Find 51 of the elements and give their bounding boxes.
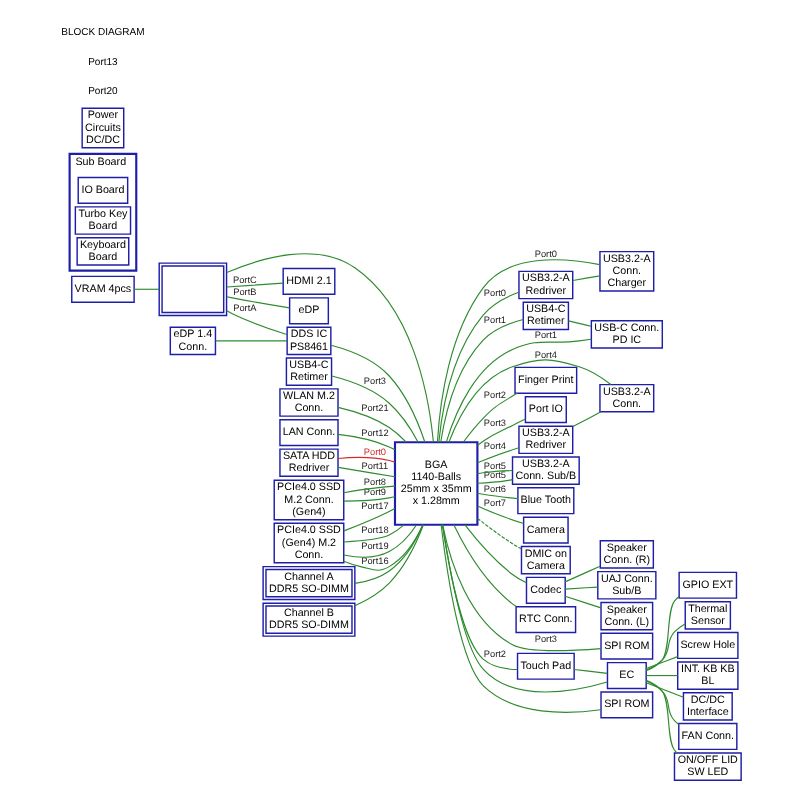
connector: [442, 524, 602, 652]
connector: [226, 296, 291, 309]
connector: [438, 291, 520, 443]
connector: [476, 418, 526, 446]
connector: [330, 344, 426, 443]
connector: [226, 253, 434, 443]
connector: [645, 682, 684, 698]
connector: [133, 288, 160, 290]
connector: [343, 508, 396, 532]
connector: [645, 595, 680, 672]
connector: [572, 275, 601, 282]
connector: [564, 595, 602, 609]
connector: [464, 524, 527, 584]
connector: [226, 282, 284, 288]
connector: [215, 340, 288, 342]
connector: [564, 586, 599, 590]
connector: [477, 505, 525, 525]
connector: [453, 524, 517, 608]
connector: [645, 679, 678, 754]
connector: [343, 524, 418, 558]
connector: [343, 524, 405, 543]
connector: [343, 496, 396, 502]
connector: [331, 375, 419, 443]
connector: [476, 492, 519, 500]
connector: [462, 392, 518, 443]
connector: [337, 406, 407, 443]
connector: [445, 338, 592, 443]
connector: [645, 623, 686, 671]
connector: [645, 680, 680, 726]
connector: [337, 466, 396, 478]
connector: [226, 310, 288, 336]
connector: [343, 485, 396, 494]
connector: [337, 433, 396, 451]
connector: [573, 668, 608, 674]
connector: [440, 318, 524, 443]
connector: [477, 447, 520, 464]
connector: [441, 524, 518, 671]
connector: [476, 479, 513, 484]
connector: [354, 524, 424, 607]
connector: [567, 320, 592, 327]
connector: [476, 469, 513, 475]
connector: [448, 359, 612, 443]
connector: [645, 656, 679, 670]
connector: [477, 517, 522, 550]
connector: [645, 675, 679, 677]
connector: [572, 411, 602, 428]
connector: [436, 259, 601, 443]
connector: [343, 524, 424, 571]
connector: [564, 565, 601, 583]
connector: [354, 524, 424, 584]
connector: [337, 456, 396, 463]
